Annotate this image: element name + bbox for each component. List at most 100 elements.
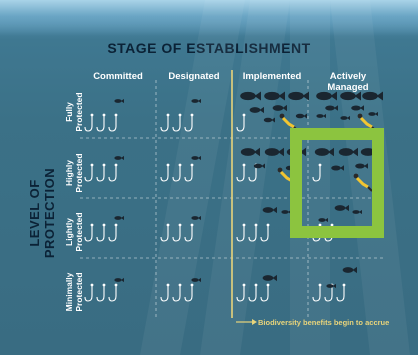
fish-icon xyxy=(362,91,378,101)
hook-eye xyxy=(190,283,194,287)
hook-eye xyxy=(102,163,106,167)
hook-eye xyxy=(178,223,182,227)
fish-icon xyxy=(114,216,122,220)
hook-eye xyxy=(242,113,246,117)
fish-tail xyxy=(198,98,201,104)
fishing-hook-icon xyxy=(312,166,321,182)
hook-eye xyxy=(318,283,322,287)
fish-tail xyxy=(121,277,124,283)
fishing-hook-icon xyxy=(236,286,245,302)
hook-eye xyxy=(330,223,334,227)
fish-tail xyxy=(328,147,334,157)
fish-tail xyxy=(323,113,326,119)
fish-icon xyxy=(316,91,332,101)
fish-icon xyxy=(114,156,122,160)
fishing-hook-icon xyxy=(236,166,245,182)
hook-eye xyxy=(114,163,118,167)
hook-eye xyxy=(166,223,170,227)
fish-tail xyxy=(271,117,275,123)
fishing-hook-icon xyxy=(184,286,193,302)
fish-icon xyxy=(253,163,263,169)
hook-eye xyxy=(114,223,118,227)
fish-icon xyxy=(340,116,348,120)
fishing-hook-icon xyxy=(160,166,169,182)
fish-icon xyxy=(191,278,199,282)
fishing-hook-icon xyxy=(172,286,181,302)
light-ray xyxy=(330,0,410,355)
fishing-hook-icon xyxy=(108,166,117,182)
fishing-hook-icon xyxy=(184,166,193,182)
fish-tail xyxy=(300,147,306,157)
fish-tail xyxy=(354,91,361,101)
hook-eye xyxy=(114,113,118,117)
legend-text: Biodiversity benefits begin to accrue xyxy=(258,318,390,327)
water-surface xyxy=(0,0,418,36)
fish-tail xyxy=(352,147,358,157)
hook-eye xyxy=(254,223,258,227)
hook-eye xyxy=(102,283,106,287)
fish-tail xyxy=(344,204,349,212)
fish-tail xyxy=(352,266,357,274)
hook-eye xyxy=(178,113,182,117)
fish-icon xyxy=(263,117,273,123)
fishing-hook-icon xyxy=(248,226,257,242)
fishing-hook-icon xyxy=(172,116,181,132)
fishing-hook-icon xyxy=(236,226,245,242)
fishing-hook-icon xyxy=(248,166,257,182)
hook-eye xyxy=(190,163,194,167)
fishing-hook-icon xyxy=(160,226,169,242)
fish-icon xyxy=(334,205,346,211)
hook-eye xyxy=(178,163,182,167)
fish-icon xyxy=(249,107,261,113)
fishing-hook-icon xyxy=(172,226,181,242)
fish-tail xyxy=(303,113,307,119)
hook-eye xyxy=(190,113,194,117)
fish-tail xyxy=(360,105,364,111)
legend-arrow-head xyxy=(252,319,257,325)
fishing-hook-icon xyxy=(184,226,193,242)
fishing-hook-icon xyxy=(84,226,93,242)
fish-tail xyxy=(278,147,284,157)
fish-icon xyxy=(352,210,360,214)
hook-eye xyxy=(102,223,106,227)
fishing-hook-icon xyxy=(236,116,245,132)
hook-eye xyxy=(90,113,94,117)
diver-head xyxy=(279,113,285,119)
fish-icon xyxy=(325,105,335,111)
fish-icon xyxy=(240,91,256,101)
hook-eye xyxy=(90,283,94,287)
fish-tail xyxy=(330,91,337,101)
diver-head xyxy=(357,113,363,119)
fish-icon xyxy=(114,278,122,282)
fish-icon xyxy=(342,267,354,273)
fish-icon xyxy=(114,99,122,103)
hook-eye xyxy=(266,223,270,227)
fish-tail xyxy=(254,91,261,101)
fish-tail xyxy=(376,91,383,101)
fish-tail xyxy=(259,106,264,114)
fishing-hook-icon xyxy=(312,286,321,302)
fish-icon xyxy=(240,148,256,156)
fish-tail xyxy=(347,115,350,121)
fishing-hook-icon xyxy=(248,286,257,302)
hook-eye xyxy=(318,223,322,227)
light-ray xyxy=(140,0,245,355)
fishing-hook-icon xyxy=(84,166,93,182)
highlight-frame xyxy=(290,128,384,238)
hook-eye xyxy=(318,163,322,167)
hook-eye xyxy=(190,223,194,227)
fish-icon xyxy=(264,148,280,156)
hook-eye xyxy=(242,223,246,227)
fish-icon xyxy=(281,210,289,214)
fish-tail xyxy=(302,91,309,101)
fish-icon xyxy=(355,163,365,169)
fish-tail xyxy=(121,155,124,161)
hook-eye xyxy=(102,113,106,117)
fishing-hook-icon xyxy=(108,116,117,132)
hook-eye xyxy=(166,283,170,287)
fish-icon xyxy=(314,148,330,156)
hook-eye xyxy=(166,163,170,167)
fish-tail xyxy=(340,165,344,171)
hook-eye xyxy=(266,283,270,287)
